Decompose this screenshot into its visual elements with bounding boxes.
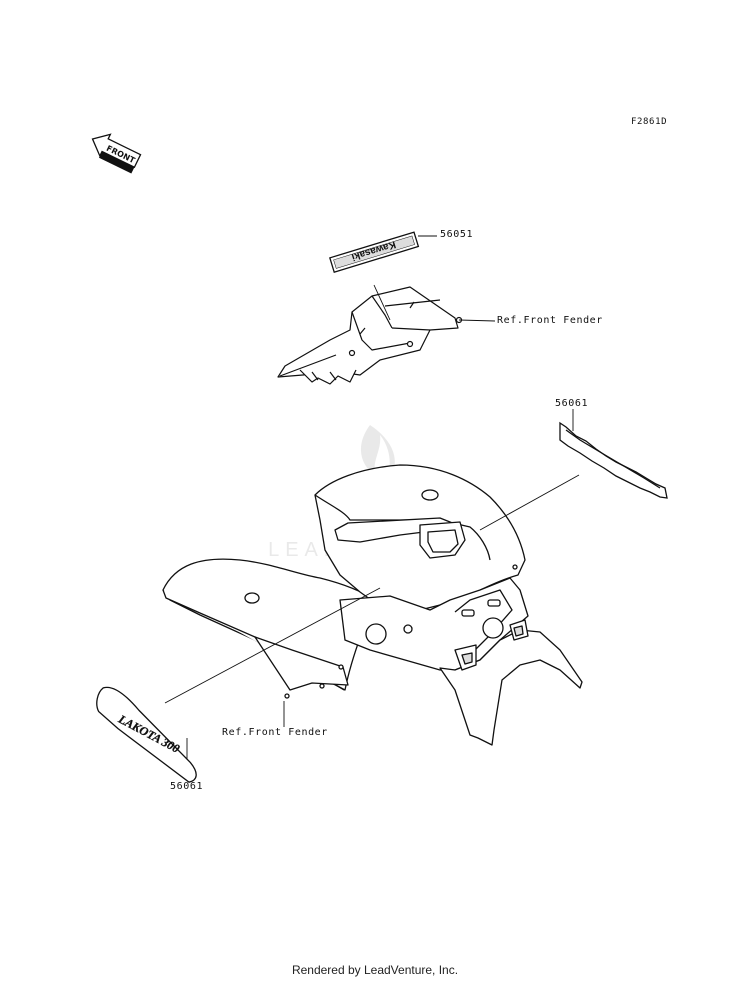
leader-lines-top [373,235,496,322]
part-number-56051: 56051 [440,229,474,240]
decal-strip-56061-right [559,421,668,499]
part-number-56061-left: 56061 [170,781,204,792]
front-direction-arrow: FRONT [91,133,142,174]
part-number-56061-right: 56061 [555,398,589,409]
figure-id: F2861D [631,117,668,127]
ref-front-fender-label-bottom: Ref.Front Fender [222,727,328,738]
kawasaki-decal-56051: Kawasaki [329,231,420,274]
rear-fender [162,464,583,746]
front-fender-top-part [277,286,463,385]
footer-credit: Rendered by LeadVenture, Inc. [291,963,459,977]
ref-front-fender-label-top: Ref.Front Fender [497,315,603,326]
decal-strip-56061-left: LAKOTA 300 [96,686,197,783]
